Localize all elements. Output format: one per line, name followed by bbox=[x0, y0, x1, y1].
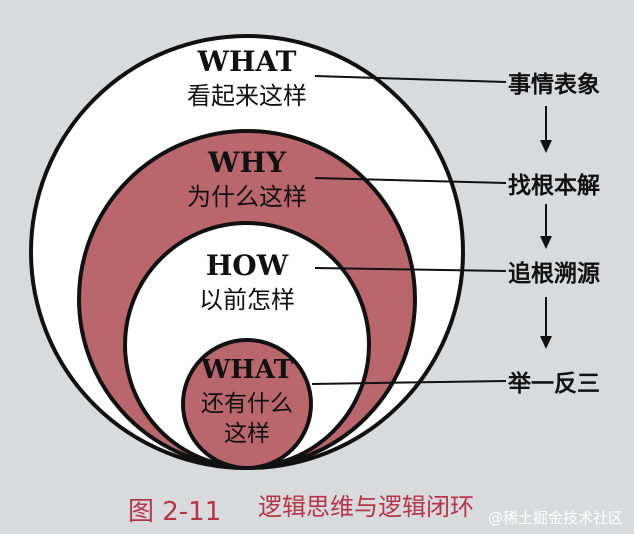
leader-line-3 bbox=[314, 267, 507, 272]
inner-subtitle-line2: 这样 bbox=[224, 421, 270, 447]
leader-line-2 bbox=[314, 177, 507, 184]
down-arrow-icon-2 bbox=[540, 204, 552, 249]
figure-number: 图 2-11 bbox=[128, 497, 221, 527]
down-arrow-icon-1 bbox=[540, 106, 552, 153]
leader-line-4 bbox=[311, 380, 507, 385]
second-subtitle: 为什么这样 bbox=[187, 183, 307, 211]
step-label-3: 追根溯源 bbox=[508, 260, 600, 287]
inner-circle bbox=[181, 338, 313, 470]
step-label-1: 事情表象 bbox=[508, 71, 600, 98]
step-label-2: 找根本解 bbox=[508, 172, 600, 199]
figure-title: 逻辑思维与逻辑闭环 bbox=[258, 493, 474, 521]
watermark-text: @稀土掘金技术社区 bbox=[488, 509, 623, 527]
down-arrow-icon-3 bbox=[540, 297, 552, 349]
third-title: HOW bbox=[206, 249, 289, 282]
step-label-4: 举一反三 bbox=[507, 370, 600, 397]
inner-subtitle-line1: 还有什么 bbox=[201, 391, 293, 417]
outer-subtitle: 看起来这样 bbox=[187, 82, 307, 110]
second-title: WHY bbox=[207, 146, 287, 179]
inner-title: WHAT bbox=[200, 355, 294, 385]
outer-title: WHAT bbox=[197, 45, 297, 78]
third-subtitle: 以前怎样 bbox=[199, 286, 295, 314]
leader-line-1 bbox=[314, 75, 507, 83]
